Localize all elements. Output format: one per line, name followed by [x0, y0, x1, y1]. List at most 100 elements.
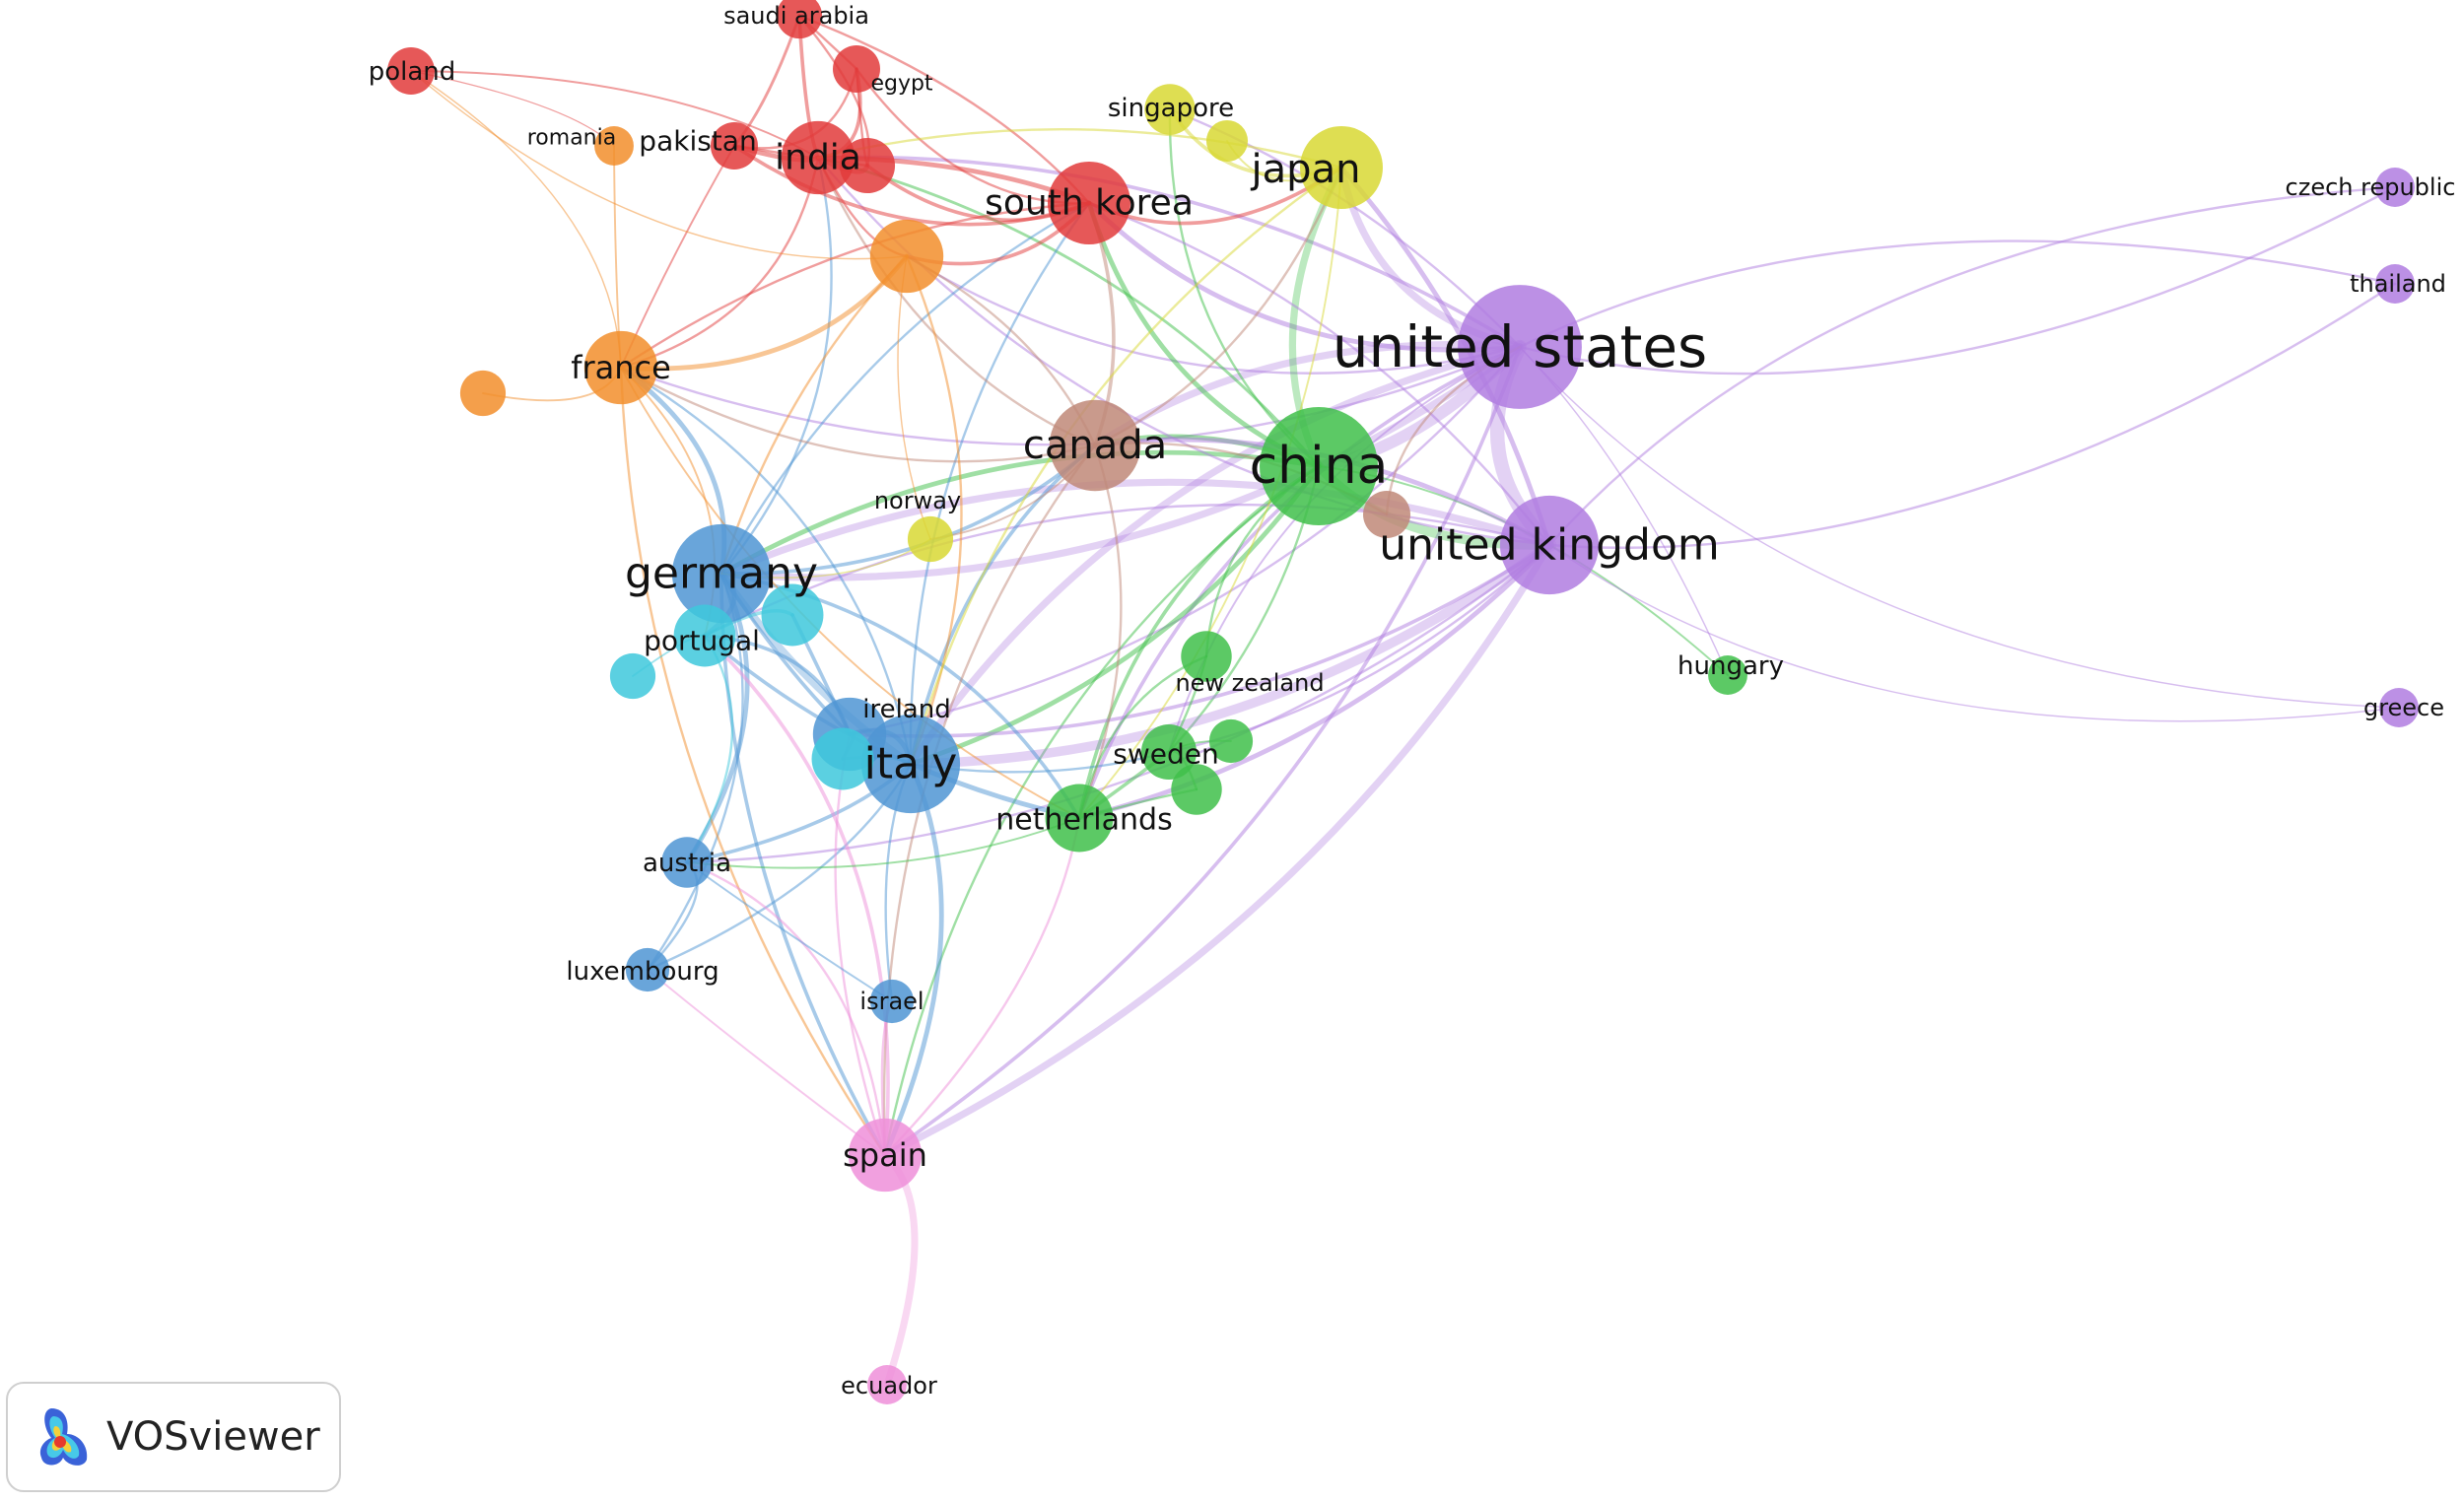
node-egypt[interactable] [833, 45, 880, 93]
node-orange3[interactable] [459, 370, 507, 417]
node-china[interactable] [1260, 407, 1378, 525]
edge-us-canada [1091, 340, 1524, 449]
edge-spain-portugal [703, 634, 890, 1157]
node-czech[interactable] [2375, 168, 2415, 207]
label-czech: czech republic [2286, 173, 2456, 201]
label-southkorea: south korea [985, 183, 1194, 224]
edge-uk-greece [1548, 544, 2400, 722]
node-luxembourg[interactable] [625, 947, 670, 992]
vosviewer-badge: VOSviewer [6, 1382, 341, 1492]
label-luxembourg: luxembourg [566, 957, 719, 987]
node-cyan3[interactable] [811, 727, 874, 790]
node-newzealand[interactable] [1181, 631, 1232, 682]
edge-uk-thailand [1547, 282, 2397, 549]
edge-us-greece [1519, 346, 2400, 709]
label-uk: united kingdom [1379, 520, 1719, 571]
node-uk[interactable] [1499, 495, 1600, 595]
node-india[interactable] [781, 120, 856, 195]
edge-canada-japan [1093, 166, 1343, 447]
edge-uk-czech [1547, 185, 2397, 547]
label-spain: spain [843, 1136, 927, 1174]
edge-us-czech [1518, 185, 2397, 376]
edge-uk-ireland [848, 543, 1551, 738]
edge-us-thailand [1518, 239, 2397, 349]
edge-us-orangehub [905, 254, 1522, 375]
edge-orangehub-poland [410, 70, 908, 260]
label-pakistan: pakistan [639, 125, 756, 158]
node-pakistan[interactable] [711, 122, 758, 170]
edge-uk-austria [685, 543, 1551, 864]
node-singapore[interactable] [1144, 84, 1196, 135]
node-green2[interactable] [1171, 764, 1222, 815]
label-norway: norway [874, 487, 961, 514]
edge-spain-netherlands [883, 816, 1081, 1157]
edge-japan-india [816, 128, 1343, 170]
label-romania: romania [527, 126, 616, 151]
label-hungary: hungary [1677, 651, 1784, 681]
edge-india-poland [410, 70, 819, 159]
node-ecuador[interactable] [867, 1365, 907, 1404]
edge-uk-italy [906, 540, 1554, 769]
edge-us-germany [718, 343, 1524, 581]
edge-austria-israel [686, 861, 893, 1002]
vosviewer-label: VOSviewer [106, 1414, 320, 1460]
node-southkorea[interactable] [1048, 162, 1130, 244]
node-canada[interactable] [1049, 399, 1141, 492]
edge-france-spain [619, 366, 887, 1157]
node-spain[interactable] [848, 1118, 923, 1193]
edge-uk-netherlands [1076, 542, 1552, 821]
edge-italy-france [619, 366, 913, 766]
node-israel[interactable] [869, 979, 915, 1024]
label-india: india [775, 138, 861, 178]
edge-japan-netherlands [1078, 167, 1342, 819]
node-france[interactable] [583, 330, 658, 405]
label-austria: austria [643, 849, 731, 878]
label-italy: italy [864, 739, 958, 789]
node-hungary[interactable] [1708, 655, 1747, 695]
edge-uk-germany [718, 478, 1553, 578]
label-us: united states [1333, 313, 1707, 380]
node-japan[interactable] [1300, 126, 1383, 209]
node-romania[interactable] [594, 126, 634, 166]
edge-spain-luxembourg [647, 969, 886, 1156]
edge-italy-southkorea [909, 201, 1091, 766]
node-italy[interactable] [860, 714, 961, 814]
label-netherlands: netherlands [995, 803, 1172, 838]
label-poland: poland [369, 57, 456, 87]
edge-uk-portugal [703, 503, 1551, 638]
edge-southkorea-france [619, 201, 1091, 370]
edge-spain-austria [685, 860, 887, 1157]
node-netherlands[interactable] [1045, 784, 1114, 853]
edge-orangehub-germany [719, 254, 909, 576]
node-sweden[interactable] [1140, 723, 1198, 781]
node-us[interactable] [1458, 285, 1582, 409]
node-brown2[interactable] [1363, 491, 1410, 538]
node-cyan2[interactable] [761, 583, 824, 647]
node-yellow2[interactable] [1205, 119, 1249, 163]
node-germany[interactable] [671, 523, 772, 624]
edge-uk-southkorea [1087, 201, 1551, 547]
label-canada: canada [1023, 423, 1167, 468]
edge-india-france [619, 156, 820, 370]
edge-germany-india [719, 156, 833, 576]
node-orangehub[interactable] [869, 219, 944, 294]
edge-orangehub-norway [897, 255, 931, 540]
node-austria[interactable] [661, 837, 713, 888]
node-greece[interactable] [2379, 688, 2419, 727]
node-saudiarabia[interactable] [776, 0, 823, 39]
edge-china-italy [908, 463, 1322, 767]
edge-china-germany [719, 449, 1322, 577]
node-poland[interactable] [387, 47, 435, 95]
node-thailand[interactable] [2375, 264, 2415, 304]
edge-germany-southkorea [719, 201, 1091, 576]
label-singapore: singapore [1108, 94, 1234, 123]
node-norway[interactable] [907, 515, 954, 563]
node-cyan4[interactable] [609, 652, 656, 700]
node-green3[interactable] [1208, 718, 1254, 764]
node-portugal[interactable] [673, 604, 736, 667]
edge-france-poland [410, 70, 622, 369]
label-saudiarabia: saudi arabia [723, 2, 869, 30]
node-red2[interactable] [839, 137, 896, 194]
